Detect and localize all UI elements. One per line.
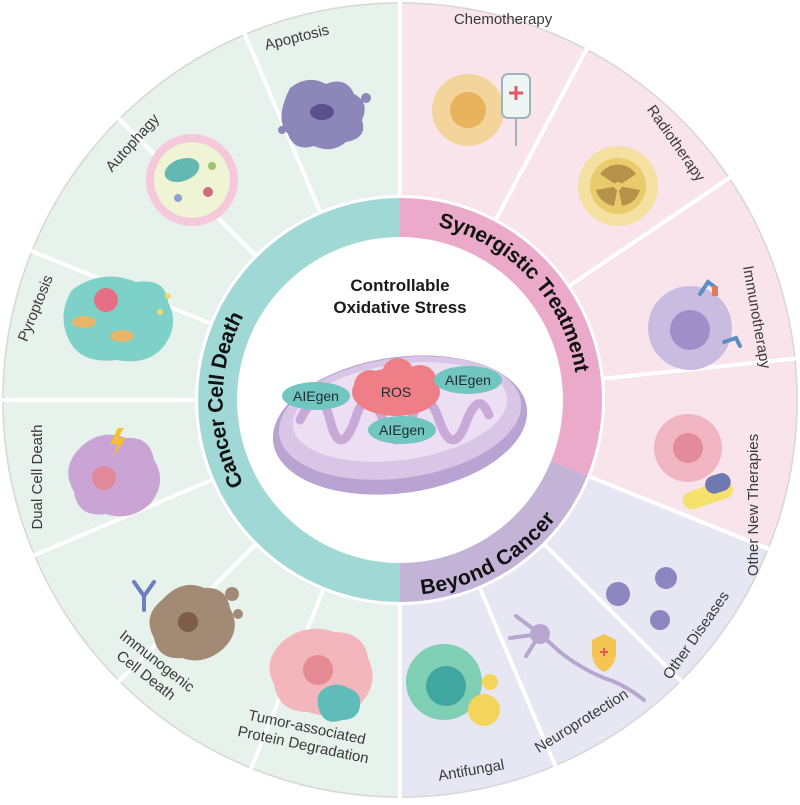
chemotherapy-icon — [432, 73, 531, 146]
label-dual-cell-death: Dual Cell Death — [29, 424, 46, 529]
immunotherapy-icon — [648, 279, 742, 370]
protein-degradation-icon — [269, 628, 373, 722]
aiegen-label-left: AIEgen — [293, 388, 339, 404]
segment-divider — [589, 474, 770, 551]
aiegen-pill-right: AIEgen — [434, 366, 502, 394]
aiegen-pill-left: AIEgen — [282, 382, 350, 410]
segment-divider — [32, 478, 213, 558]
band-synergistic — [400, 198, 602, 476]
aiegen-label-right: AIEgen — [445, 372, 491, 388]
cell-death-sector — [2, 2, 400, 798]
autophagy-icon — [146, 134, 238, 226]
aiegen-pill-bottom: AIEgen — [368, 416, 436, 444]
neuron-icon — [508, 614, 646, 702]
segment-divider — [568, 175, 732, 288]
ros-label: ROS — [381, 384, 411, 400]
dual-cell-death-icon — [68, 428, 161, 517]
pyroptosis-icon — [63, 276, 174, 362]
new-therapies-icon — [654, 414, 734, 510]
radiation-icon — [578, 146, 658, 226]
antifungal-icon — [406, 644, 500, 726]
apoptosis-icon — [278, 79, 371, 150]
category-band — [198, 198, 602, 602]
center-title-line2: Oxidative Stress — [333, 298, 466, 317]
aiegen-label-bottom: AIEgen — [379, 422, 425, 438]
label-other-new-therapies: Other New Therapies — [745, 434, 762, 576]
immunogenic-cell-death-icon — [132, 580, 243, 661]
band-beyond — [400, 461, 588, 602]
virus-icon — [606, 567, 677, 630]
segment-divider — [494, 47, 589, 220]
label-chemotherapy-line: Chemotherapy — [454, 11, 553, 28]
ros-cloud: ROS — [352, 358, 440, 416]
label-other-new-therapies-line: Other New Therapies — [745, 434, 762, 576]
label-dual-cell-death-line: Dual Cell Death — [29, 424, 46, 529]
label-chemotherapy: Chemotherapy — [454, 11, 553, 28]
center-title-line1: Controllable — [350, 276, 449, 295]
segment-divider — [478, 587, 558, 768]
segment-divider — [543, 543, 683, 683]
band-cell-death — [198, 198, 400, 602]
